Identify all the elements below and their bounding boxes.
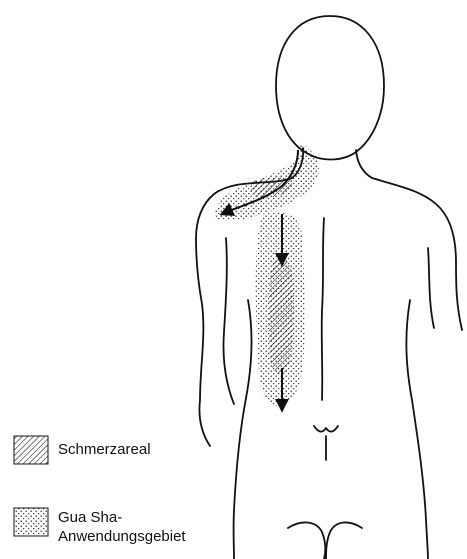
buttocks-cleft-right xyxy=(326,522,362,559)
dotted-swatch xyxy=(14,508,48,536)
right-arm-outline xyxy=(372,178,462,330)
hatched-swatch xyxy=(14,436,48,464)
torso-left xyxy=(234,300,252,559)
torso-right xyxy=(406,300,428,559)
spine-line xyxy=(322,218,324,400)
legend-swatches xyxy=(14,436,48,536)
legend-label-gua-sha: Gua Sha- xyxy=(58,508,122,527)
pain-back xyxy=(269,258,295,374)
legend-label-pain-area: Schmerzareal xyxy=(58,440,151,459)
head-outline xyxy=(276,16,384,160)
body-outline xyxy=(196,16,462,559)
neck-right xyxy=(356,150,372,178)
sacrum-mark xyxy=(314,426,338,432)
legend-label-application-area: Anwendungsgebiet xyxy=(58,527,186,546)
buttocks-cleft xyxy=(288,522,325,559)
right-arm-inner xyxy=(428,248,434,328)
left-arm-inner xyxy=(223,238,234,404)
